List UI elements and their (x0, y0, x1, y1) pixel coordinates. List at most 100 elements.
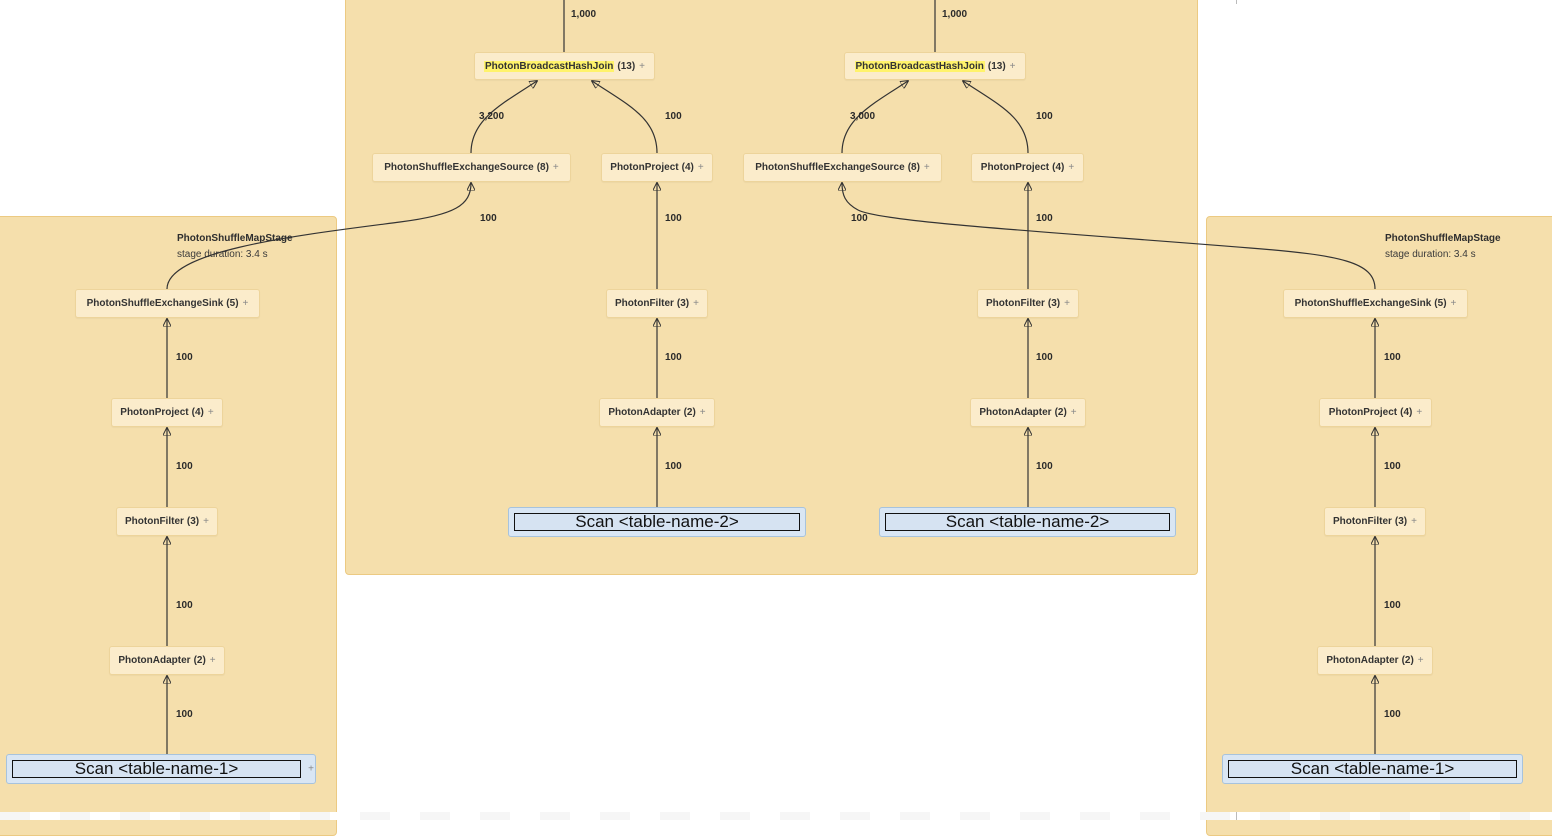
node-count: (5) (1434, 298, 1447, 309)
node-scan-center-1[interactable]: Scan <table-name-2> (508, 507, 806, 537)
node-project-center-2[interactable]: PhotonProject (4) + (971, 153, 1084, 182)
edge-label-c1-adapter-filter: 100 (665, 352, 682, 363)
node-filter-right[interactable]: PhotonFilter (3) + (1324, 507, 1426, 536)
node-name: PhotonAdapter (1326, 655, 1399, 666)
node-count: (2) (193, 655, 206, 666)
edge-label-l-scan-adapter: 100 (176, 709, 193, 720)
expand-plus-icon[interactable]: + (1450, 298, 1457, 309)
stage-duration-left: stage duration: 3.4 s (177, 249, 268, 260)
node-name: PhotonFilter (1333, 516, 1392, 527)
node-shuffle-exchange-source-2[interactable]: PhotonShuffleExchangeSource (8) + (743, 153, 942, 182)
expand-plus-icon[interactable]: + (209, 655, 216, 666)
node-broadcast-hash-join-2[interactable]: PhotonBroadcastHashJoin (13) + (844, 52, 1026, 80)
node-name: PhotonProject (610, 162, 679, 173)
expand-plus-icon[interactable]: + (308, 763, 314, 775)
node-name: PhotonProject (980, 162, 1050, 173)
edge-label-c1-source-join: 3,200 (479, 111, 505, 122)
expand-plus-icon[interactable]: + (1416, 407, 1423, 418)
edge-label-c1-sink-source: 100 (480, 213, 497, 224)
scan-label: Scan <table-name-1> (12, 759, 301, 778)
node-name: PhotonAdapter (608, 407, 681, 418)
edge-label-c2-source-join: 3,000 (850, 111, 876, 122)
node-adapter-center-1[interactable]: PhotonAdapter (2) + (599, 398, 715, 427)
node-project-left[interactable]: PhotonProject (4) + (111, 398, 223, 427)
edge-label-c1-top: 1,000 (571, 9, 597, 20)
node-filter-left[interactable]: PhotonFilter (3) + (116, 507, 218, 536)
expand-plus-icon[interactable]: + (1070, 407, 1077, 418)
node-shuffle-exchange-sink-right[interactable]: PhotonShuffleExchangeSink (5) + (1283, 289, 1468, 318)
node-name: PhotonShuffleExchangeSource (755, 162, 905, 173)
expand-plus-icon[interactable]: + (1064, 298, 1070, 309)
node-name: PhotonAdapter (118, 655, 191, 666)
node-broadcast-hash-join-1[interactable]: PhotonBroadcastHashJoin (13) + (474, 52, 655, 80)
node-count: (8) (907, 162, 920, 173)
edge-label-c2-scan-adapter: 100 (1036, 461, 1053, 472)
node-name: PhotonFilter (615, 298, 674, 309)
node-name: PhotonProject (1328, 407, 1398, 418)
stage-title-left: PhotonShuffleMapStage (177, 233, 293, 244)
expand-plus-icon[interactable]: + (923, 162, 930, 173)
node-adapter-right[interactable]: PhotonAdapter (2) + (1317, 646, 1433, 675)
node-count: (4) (191, 407, 204, 418)
expand-plus-icon[interactable]: + (639, 60, 645, 72)
expand-plus-icon[interactable]: + (1417, 655, 1424, 666)
edge-label-c1-filter-project: 100 (665, 213, 682, 224)
node-count: (13) (987, 60, 1006, 72)
node-adapter-center-2[interactable]: PhotonAdapter (2) + (970, 398, 1086, 427)
node-name: PhotonProject (120, 407, 189, 418)
node-filter-center-2[interactable]: PhotonFilter (3) + (977, 289, 1079, 318)
node-name: PhotonShuffleExchangeSink (86, 298, 224, 309)
edge-label-r-filter-project: 100 (1384, 461, 1401, 472)
node-name: PhotonFilter (986, 298, 1045, 309)
expand-plus-icon[interactable]: + (1411, 516, 1417, 527)
node-name: PhotonAdapter (979, 407, 1052, 418)
expand-plus-icon[interactable]: + (697, 162, 704, 173)
divider-tick-top (1236, 0, 1237, 4)
edge-label-r-project-sink: 100 (1384, 352, 1401, 363)
expand-plus-icon[interactable]: + (1009, 60, 1016, 72)
node-count: (5) (226, 298, 239, 309)
divider-tick-bottom (1236, 812, 1237, 820)
stage-center (345, 0, 1198, 575)
node-name: PhotonBroadcastHashJoin (484, 60, 615, 72)
node-count: (4) (1052, 162, 1065, 173)
expand-plus-icon[interactable]: + (1068, 162, 1075, 173)
node-name: PhotonShuffleExchangeSink (1294, 298, 1432, 309)
expand-plus-icon[interactable]: + (242, 298, 249, 309)
node-adapter-left[interactable]: PhotonAdapter (2) + (109, 646, 225, 675)
node-scan-left[interactable]: Scan <table-name-1> + (6, 754, 316, 784)
node-scan-right[interactable]: Scan <table-name-1> (1222, 754, 1523, 784)
edge-label-c2-filter-project: 100 (1036, 213, 1053, 224)
scan-label: Scan <table-name-1> (1228, 759, 1517, 778)
edge-label-c1-project-join: 100 (665, 111, 682, 122)
node-project-right[interactable]: PhotonProject (4) + (1319, 398, 1432, 427)
node-shuffle-exchange-source-1[interactable]: PhotonShuffleExchangeSource (8) + (372, 153, 571, 182)
node-count: (4) (681, 162, 694, 173)
expand-plus-icon[interactable]: + (699, 407, 706, 418)
node-count: (3) (1394, 516, 1408, 527)
node-project-center-1[interactable]: PhotonProject (4) + (601, 153, 713, 182)
expand-plus-icon[interactable]: + (693, 298, 699, 309)
node-scan-center-2[interactable]: Scan <table-name-2> (879, 507, 1176, 537)
edge-label-c2-adapter-filter: 100 (1036, 352, 1053, 363)
node-filter-center-1[interactable]: PhotonFilter (3) + (606, 289, 708, 318)
node-count: (2) (683, 407, 696, 418)
expand-plus-icon[interactable]: + (207, 407, 214, 418)
expand-plus-icon[interactable]: + (203, 516, 209, 527)
node-name: PhotonFilter (125, 516, 184, 527)
edge-label-l-adapter-filter: 100 (176, 600, 193, 611)
bottom-strip (0, 812, 1552, 820)
scan-label: Scan <table-name-2> (885, 512, 1170, 531)
node-name: PhotonShuffleExchangeSource (384, 162, 534, 173)
node-count: (3) (186, 516, 200, 527)
edge-label-l-filter-project: 100 (176, 461, 193, 472)
edge-label-l-project-sink: 100 (176, 352, 193, 363)
edge-label-c2-top: 1,000 (942, 9, 968, 20)
stage-duration-right: stage duration: 3.4 s (1385, 249, 1476, 260)
node-shuffle-exchange-sink-left[interactable]: PhotonShuffleExchangeSink (5) + (75, 289, 260, 318)
edge-label-c2-project-join: 100 (1036, 111, 1053, 122)
edge-label-c1-scan-adapter: 100 (665, 461, 682, 472)
stage-title-right: PhotonShuffleMapStage (1385, 233, 1501, 244)
expand-plus-icon[interactable]: + (552, 162, 559, 173)
